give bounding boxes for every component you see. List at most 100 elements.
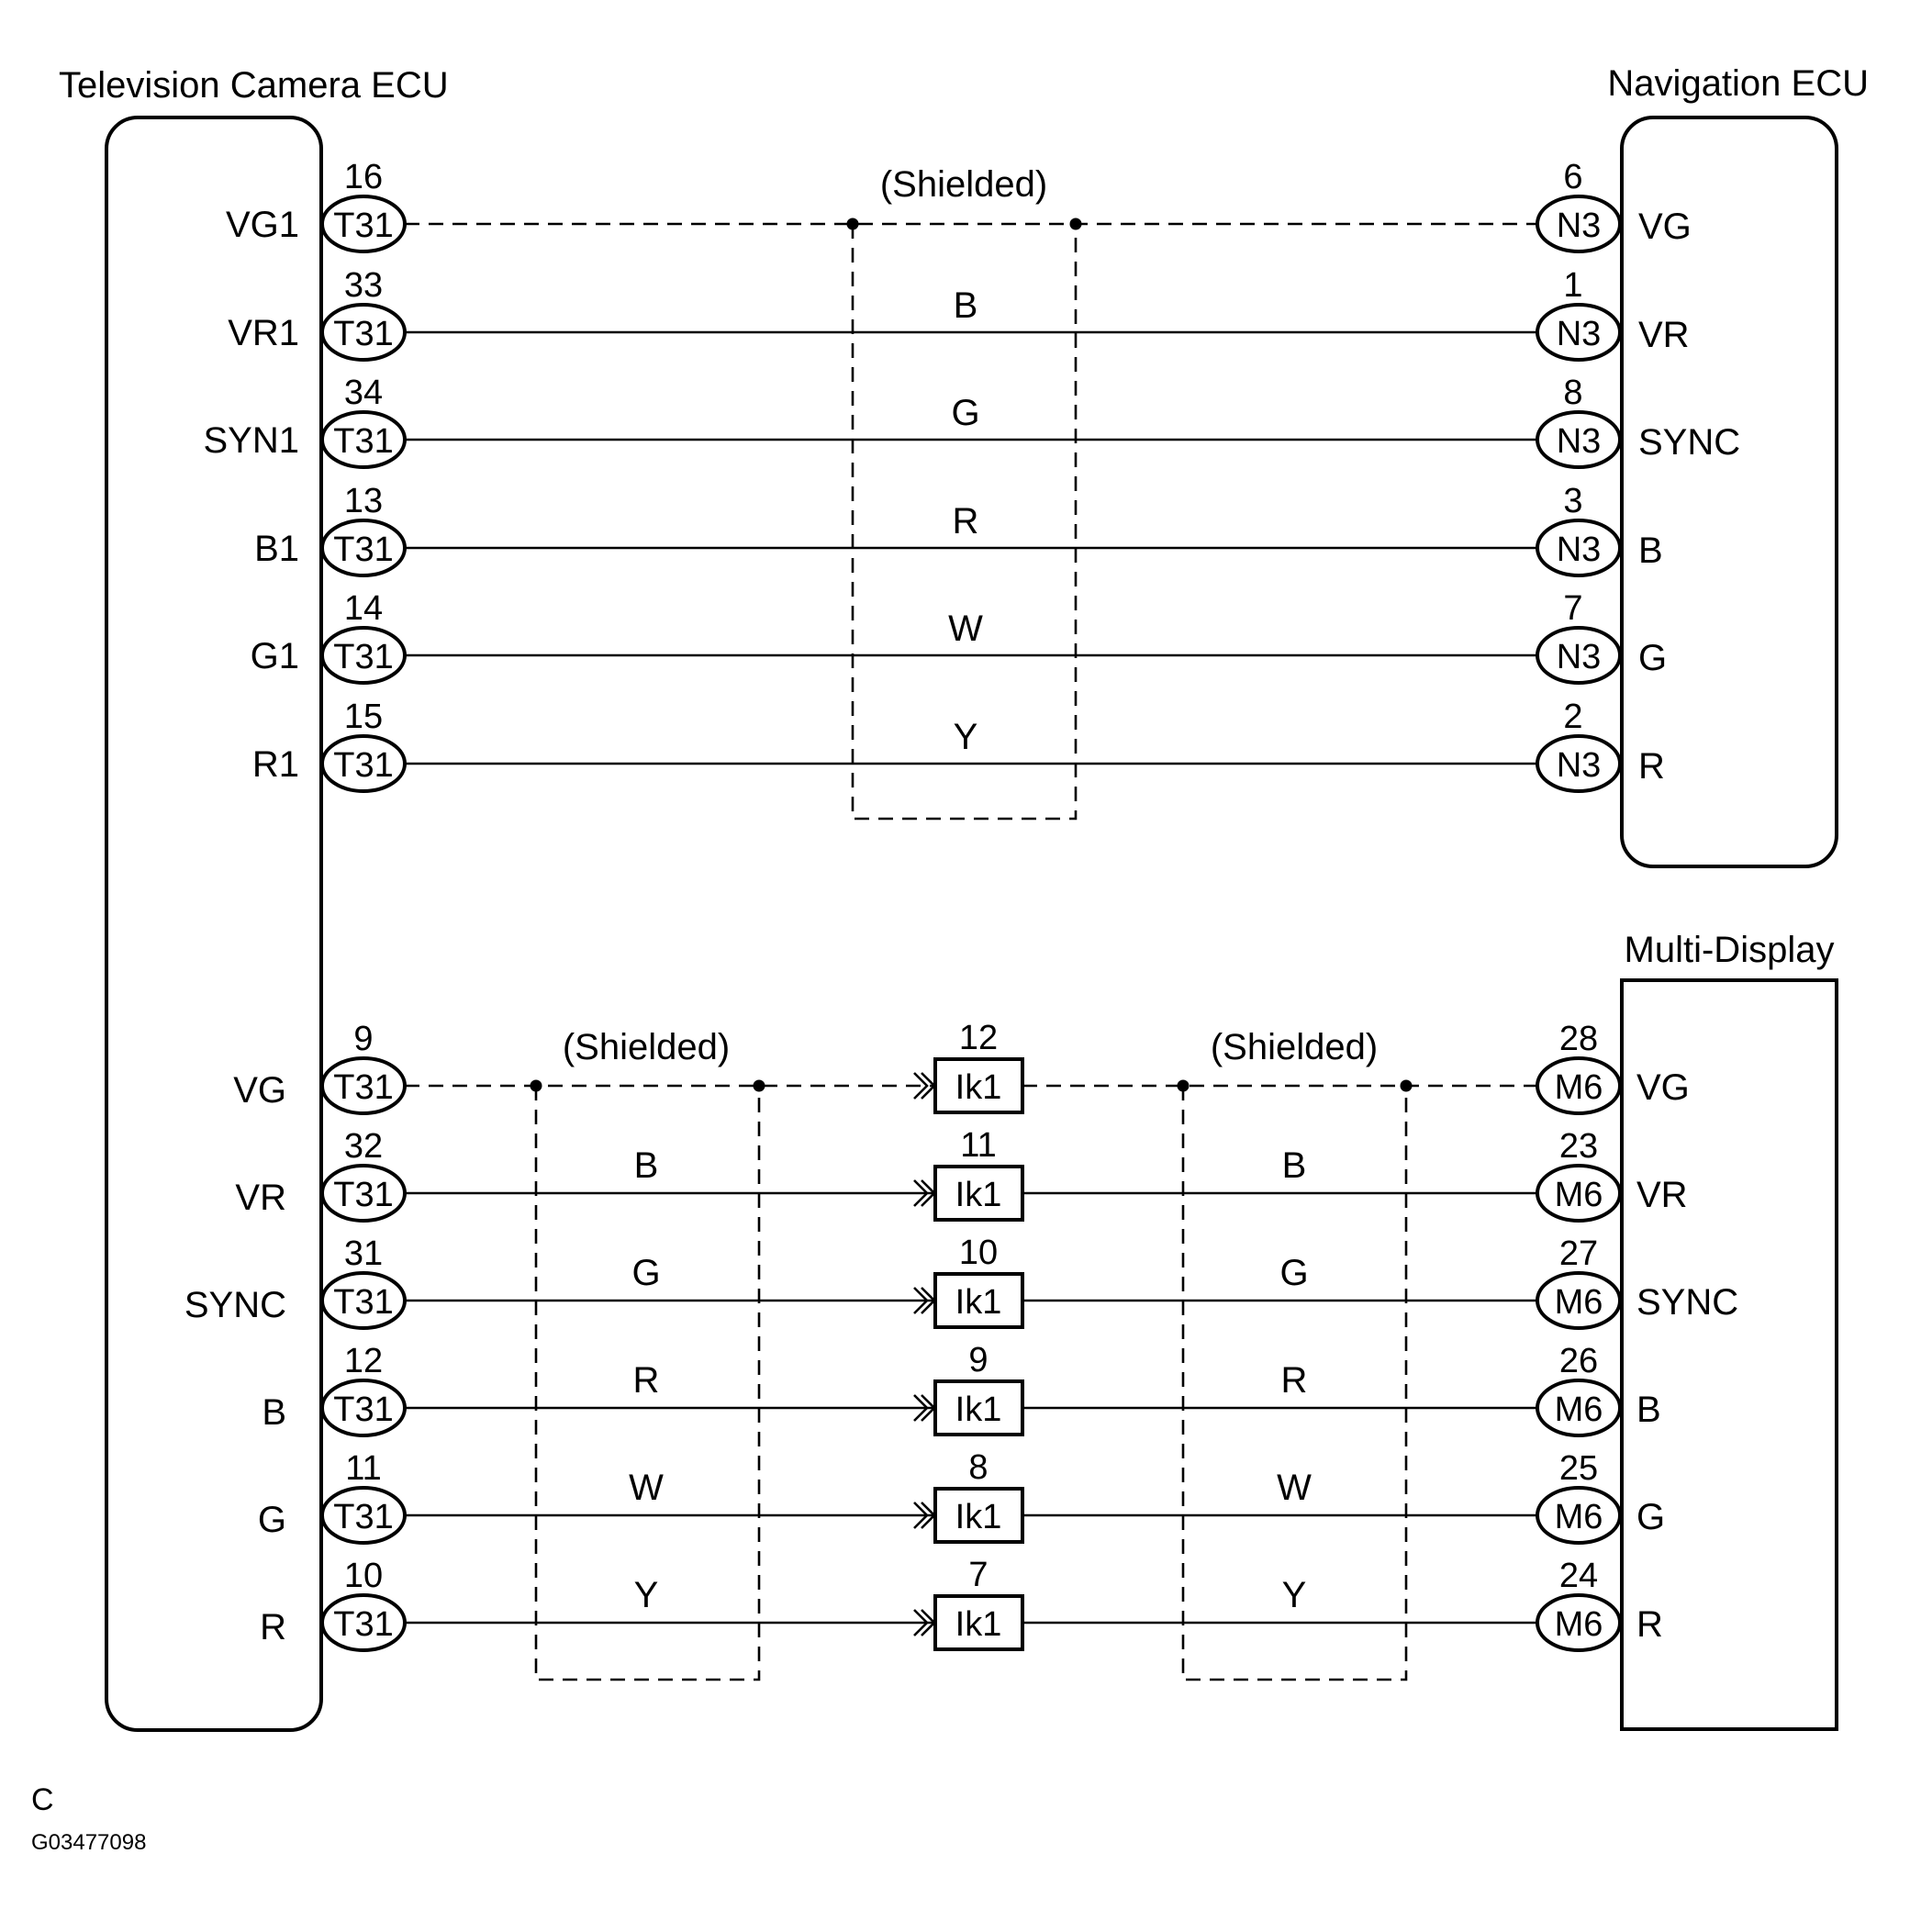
tv-pin-label: VR xyxy=(235,1178,286,1218)
md-pin-number: 28 xyxy=(1559,1020,1598,1058)
nav-wire-color: B xyxy=(954,285,978,326)
tv-pin-label: R xyxy=(260,1607,286,1647)
tv-connector-shape xyxy=(320,626,407,685)
tv-pin-number: 13 xyxy=(344,482,383,520)
md-wire-color-left: W xyxy=(629,1468,664,1508)
nav-connector-label: N3 xyxy=(1557,422,1602,461)
junction-connector-shape xyxy=(933,1165,1024,1222)
tv-connector-shape xyxy=(320,1164,407,1223)
shield-box-navigation xyxy=(851,224,1078,821)
tv-connector-label: T31 xyxy=(333,422,393,461)
nav-connector-label: N3 xyxy=(1557,530,1602,569)
nav-wire-color: R xyxy=(953,501,979,542)
shield-box-md-right-dot-left xyxy=(1177,1079,1190,1092)
shield-label-md-right: (Shielded) xyxy=(1211,1027,1378,1067)
tv-camera-ecu-title: Television Camera ECU xyxy=(59,65,449,106)
md-pin-number: 26 xyxy=(1559,1342,1598,1380)
tv-connector-label: T31 xyxy=(333,207,393,245)
nav-wire-color: W xyxy=(948,609,983,649)
tv-pin-number: 11 xyxy=(345,1449,381,1488)
tv-connector-shape xyxy=(320,1593,407,1652)
nav-pin-number: 1 xyxy=(1563,266,1582,305)
tv-connector-label: T31 xyxy=(333,1498,393,1536)
md-pin-label: R xyxy=(1636,1604,1663,1645)
tv-connector-label: T31 xyxy=(333,1390,393,1429)
nav-pin-label: VR xyxy=(1638,315,1690,355)
tv-pin-number: 15 xyxy=(344,698,383,736)
md-connector-label: M6 xyxy=(1555,1498,1603,1536)
junction-pin-number: 10 xyxy=(959,1234,998,1272)
nav-connector-shape xyxy=(1536,410,1622,469)
md-connector-shape xyxy=(1536,1379,1622,1437)
tv-connector-shape xyxy=(320,1486,407,1545)
md-connector-shape xyxy=(1536,1271,1622,1330)
md-connector-shape xyxy=(1536,1486,1622,1545)
tv-pin-label: VG1 xyxy=(226,205,299,245)
md-wire-color-right: R xyxy=(1281,1360,1308,1401)
md-wire-color-left: Y xyxy=(634,1575,659,1615)
md-wire-color-right: Y xyxy=(1282,1575,1307,1615)
junction-connector-shape xyxy=(933,1057,1024,1114)
tv-pin-number: 34 xyxy=(344,374,383,412)
tv-connector-shape xyxy=(320,519,407,577)
md-pin-number: 24 xyxy=(1559,1557,1598,1595)
tv-connector-shape xyxy=(320,1379,407,1437)
shield-box-navigation-dot-left xyxy=(846,218,859,230)
tv-pin-label: B1 xyxy=(254,529,299,569)
md-pin-number: 27 xyxy=(1559,1234,1598,1273)
tv-connector-shape xyxy=(320,303,407,362)
nav-pin-label: G xyxy=(1638,638,1667,678)
junction-connector-shape xyxy=(933,1594,1024,1651)
shield-label-md-left: (Shielded) xyxy=(563,1027,730,1067)
tv-pin-label: G xyxy=(258,1500,286,1540)
nav-pin-label: R xyxy=(1638,746,1665,787)
junction-pin-number: 7 xyxy=(968,1556,988,1594)
junction-pin-number: 9 xyxy=(968,1341,988,1379)
md-connector-shape xyxy=(1536,1164,1622,1223)
md-connector-label: M6 xyxy=(1555,1283,1603,1322)
md-pin-label: VG xyxy=(1636,1067,1690,1108)
nav-pin-label: SYNC xyxy=(1638,422,1740,463)
md-connector-label: M6 xyxy=(1555,1176,1603,1214)
junction-connector-shape xyxy=(933,1272,1024,1329)
nav-pin-number: 8 xyxy=(1563,374,1582,412)
junction-connector-label: Ik1 xyxy=(955,1390,1002,1429)
figure-code: G03477098 xyxy=(31,1830,146,1855)
tv-pin-number: 31 xyxy=(344,1234,383,1273)
tv-pin-label: VR1 xyxy=(228,313,299,353)
navigation-ecu-title: Navigation ECU xyxy=(1607,63,1869,104)
junction-connector-label: Ik1 xyxy=(955,1176,1002,1214)
tv-pin-label: B xyxy=(262,1392,286,1433)
figure-letter: C xyxy=(31,1782,54,1817)
nav-connector-label: N3 xyxy=(1557,746,1602,785)
junction-connector-label: Ik1 xyxy=(955,1283,1002,1322)
md-connector-shape xyxy=(1536,1593,1622,1652)
tv-pin-number: 14 xyxy=(344,589,383,628)
nav-connector-shape xyxy=(1536,303,1622,362)
md-wire-color-right: W xyxy=(1277,1468,1312,1508)
nav-pin-number: 3 xyxy=(1563,482,1582,520)
md-connector-label: M6 xyxy=(1555,1605,1603,1644)
shield-label-navigation: (Shielded) xyxy=(880,164,1047,205)
md-wire-color-left: B xyxy=(634,1145,659,1186)
multi-display-title: Multi-Display xyxy=(1625,930,1835,970)
tv-connector-shape xyxy=(320,195,407,253)
nav-connector-shape xyxy=(1536,734,1622,793)
tv-pin-number: 9 xyxy=(353,1020,373,1058)
navigation-ecu-box xyxy=(1620,116,1838,868)
md-pin-label: SYNC xyxy=(1636,1282,1738,1323)
nav-connector-shape xyxy=(1536,195,1622,253)
nav-pin-number: 2 xyxy=(1563,698,1582,736)
md-wire-color-left: G xyxy=(631,1253,660,1293)
tv-connector-shape xyxy=(320,734,407,793)
